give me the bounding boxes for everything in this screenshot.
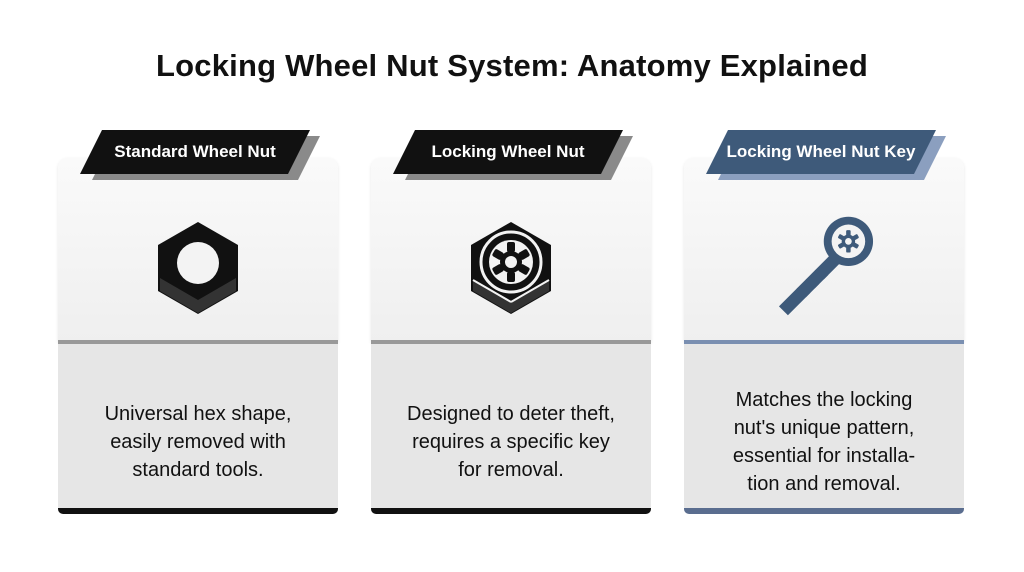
card-image-panel xyxy=(371,158,651,342)
card-description: Designed to deter theft, requires a spec… xyxy=(391,400,631,484)
description-line: Designed to deter theft, xyxy=(407,403,615,425)
card-standard-wheel-nut: Universal hex shape, easily removed with… xyxy=(58,158,338,514)
description-line: standard tools. xyxy=(132,459,264,481)
card-label-text: Locking Wheel Nut Key xyxy=(706,130,936,174)
card-description: Matches the locking nut's unique pattern… xyxy=(704,386,944,498)
card-label-text: Locking Wheel Nut xyxy=(393,130,623,174)
card-divider xyxy=(371,340,651,344)
card-locking-wheel-nut: Designed to deter theft, requires a spec… xyxy=(371,158,651,514)
description-line: nut's unique pattern, xyxy=(733,417,915,439)
card-image-panel xyxy=(684,158,964,342)
card-divider xyxy=(58,340,338,344)
card-base-bar xyxy=(371,508,651,514)
description-line: requires a specific key xyxy=(412,431,610,453)
description-line: Matches the locking xyxy=(735,389,913,411)
description-line: tion and removal. xyxy=(747,473,901,495)
card-base-bar xyxy=(684,508,964,514)
hex-nut-icon xyxy=(158,222,238,314)
key-icon xyxy=(778,216,874,316)
card-label-standard: Standard Wheel Nut xyxy=(80,130,320,180)
card-divider xyxy=(684,340,964,344)
card-label-key: Locking Wheel Nut Key xyxy=(706,130,946,180)
card-description-panel: Matches the locking nut's unique pattern… xyxy=(684,344,964,512)
description-line: easily removed with xyxy=(110,431,286,453)
card-locking-wheel-nut-key: Matches the locking nut's unique pattern… xyxy=(684,158,964,514)
description-line: Universal hex shape, xyxy=(104,403,292,425)
card-description: Universal hex shape, easily removed with… xyxy=(78,400,318,484)
page-title: Locking Wheel Nut System: Anatomy Explai… xyxy=(156,48,868,83)
card-description-panel: Designed to deter theft, requires a spec… xyxy=(371,344,651,512)
card-label-locking: Locking Wheel Nut xyxy=(393,130,633,180)
card-label-text: Standard Wheel Nut xyxy=(80,130,310,174)
description-line: essential for installa- xyxy=(732,445,916,467)
card-description-panel: Universal hex shape, easily removed with… xyxy=(58,344,338,512)
locking-nut-icon xyxy=(471,222,551,314)
description-line: for removal. xyxy=(458,459,564,481)
card-image-panel xyxy=(58,158,338,342)
card-base-bar xyxy=(58,508,338,514)
